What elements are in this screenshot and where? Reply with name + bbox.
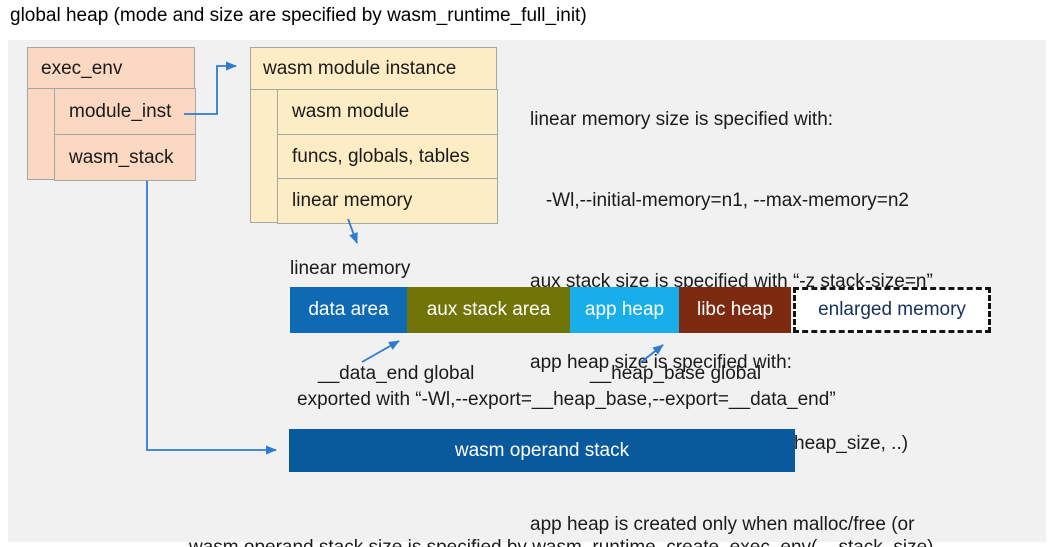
module-row-funcs-globals-tables: funcs, globals, tables (277, 134, 498, 179)
linear-memory-label: linear memory (290, 258, 411, 279)
note-line: linear memory size is specified with: (530, 109, 834, 130)
note-line: wasm operand stack size is specified by … (189, 534, 934, 547)
segment-aux-stack-area: aux stack area (407, 287, 570, 333)
notes-bottom: wasm operand stack size is specified by … (189, 480, 934, 547)
data-end-global-label: __data_end global (318, 363, 475, 384)
segment-data-area: data area (290, 287, 407, 333)
linear-memory-bar: data area aux stack area app heap libc h… (290, 287, 991, 333)
heap-base-global-label: __heap_base global (590, 363, 762, 384)
note-line: app heap size is specified with: (530, 352, 792, 373)
segment-enlarged-memory: enlarged memory (793, 287, 991, 333)
module-row-wasm-module: wasm module (277, 89, 498, 135)
note-line: aux stack size is specified with “-z sta… (530, 271, 933, 292)
wasm-module-instance-title: wasm module instance (251, 48, 496, 90)
module-row-linear-memory: linear memory (277, 178, 498, 224)
exec-env-box: exec_env module_inst wasm_stack (27, 47, 196, 181)
exec-env-row-wasm-stack: wasm_stack (54, 134, 196, 181)
exec-env-title: exec_env (28, 48, 194, 89)
segment-libc-heap: libc heap (679, 287, 791, 333)
wasm-operand-stack-bar: wasm operand stack (289, 429, 795, 472)
segment-app-heap: app heap (570, 287, 679, 333)
wasm-module-instance-box: wasm module instance wasm module funcs, … (250, 47, 498, 224)
page-title: global heap (mode and size are specified… (10, 5, 587, 26)
exported-with-line: exported with “-Wl,--export=__heap_base,… (297, 389, 836, 410)
note-line: -Wl,--initial-memory=n1, --max-memory=n2 (530, 190, 909, 211)
note-line: app heap is created only when malloc/fre… (530, 514, 915, 535)
exec-env-row-module-inst: module_inst (54, 88, 196, 135)
